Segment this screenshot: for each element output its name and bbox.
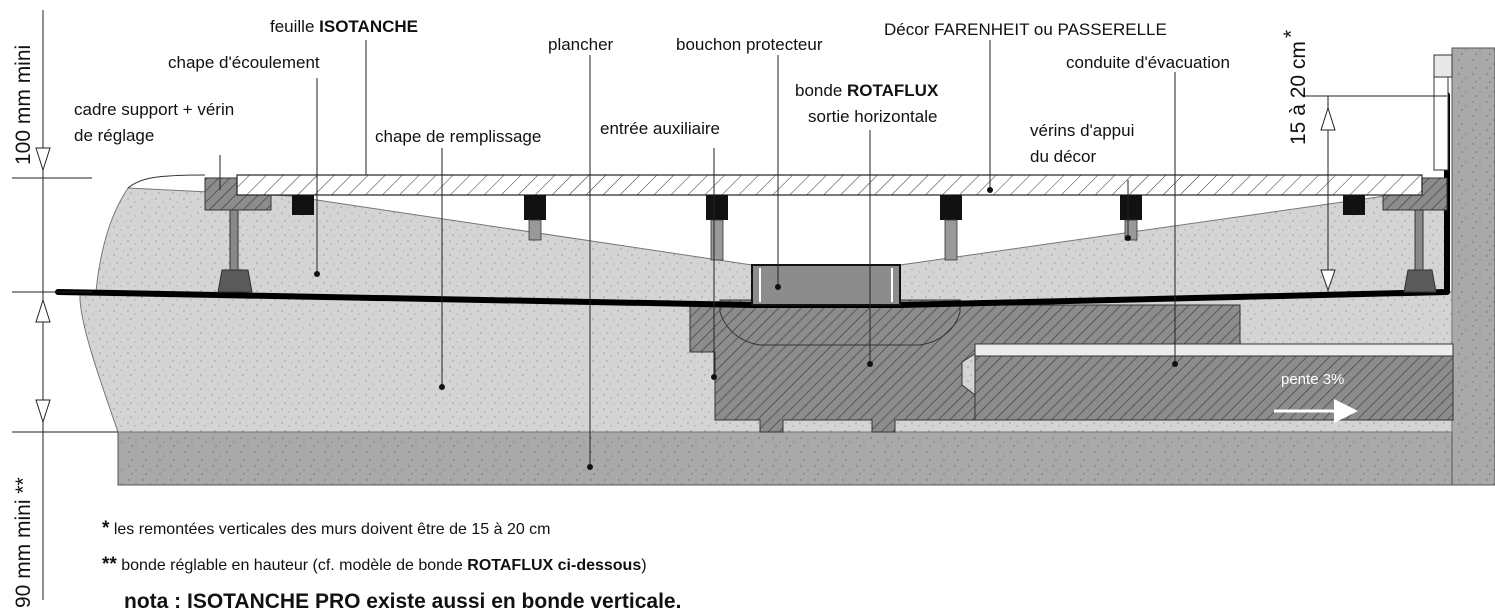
label-chape-remplissage: chape de remplissage — [375, 127, 541, 146]
label-feuille-isotanche: feuille ISOTANCHE — [270, 17, 418, 36]
drain-flange — [719, 299, 961, 346]
dimension-arrow — [1320, 106, 1336, 131]
label-cadre-line2: de réglage — [74, 126, 154, 145]
dimension-label-bg — [2, 8, 32, 168]
floor-slab — [117, 431, 1489, 486]
dimension-right: 15 à 20 cm — [1287, 41, 1310, 145]
label-plancher: plancher — [548, 35, 614, 54]
evacuation-pipe-top — [974, 343, 1454, 357]
dimension-arrow — [1320, 269, 1336, 292]
label-verins-line2: du décor — [1030, 147, 1096, 166]
leader-dots — [314, 187, 1178, 470]
jack-foot-left — [217, 269, 253, 293]
slope-label: pente 3% — [1281, 371, 1344, 388]
dimension-arrow — [35, 147, 51, 172]
dimension-label-bg — [2, 440, 32, 610]
label-bouchon-protecteur: bouchon protecteur — [676, 35, 823, 54]
jack-rod-right — [1414, 209, 1424, 271]
footnote-1: * les remontées verticales des murs doiv… — [102, 518, 551, 539]
dimension-arrow — [35, 298, 51, 323]
label-cadre-line1: cadre support + vérin — [74, 100, 234, 119]
evacuation-pipe — [974, 354, 1454, 421]
jack-rod-left — [229, 209, 239, 271]
leader-lines — [219, 40, 1176, 465]
support-screw — [710, 219, 724, 261]
label-bonde-rotaflux: bonde ROTAFLUX — [795, 81, 939, 100]
support-pad — [1343, 195, 1365, 215]
label-sortie-horizontale: sortie horizontale — [808, 107, 937, 126]
label-entree-auxiliaire: entrée auxiliaire — [600, 119, 720, 138]
label-decor: Décor FARENHEIT ou PASSERELLE — [884, 20, 1167, 39]
label-chape-ecoulement: chape d'écoulement — [168, 53, 320, 72]
jack-foot-right — [1403, 269, 1437, 293]
wall-skirting-cap — [1433, 54, 1453, 78]
support-screw — [944, 219, 958, 261]
footnote-2: ** bonde réglable en hauteur (cf. modèle… — [102, 554, 647, 575]
dimension-arrow — [35, 399, 51, 424]
dimension-bottom-left: 90 mm mini ** — [12, 477, 35, 608]
label-conduite: conduite d'évacuation — [1066, 53, 1230, 72]
decking-plank — [236, 174, 1423, 196]
support-screw — [528, 219, 542, 241]
nota-line: nota : ISOTANCHE PRO existe aussi en bon… — [124, 590, 681, 613]
dimension-right-star: * — [1280, 30, 1303, 38]
dimension-top-left: 100 mm mini — [12, 45, 35, 165]
support-pad — [292, 195, 314, 215]
wall — [1451, 47, 1495, 486]
label-verins-line1: vérins d'appui — [1030, 121, 1134, 140]
support-pad — [524, 195, 546, 220]
screed-top-edge — [127, 174, 206, 189]
support-pad — [706, 195, 728, 220]
support-pad — [1120, 195, 1142, 220]
drain-cap — [751, 264, 901, 306]
support-pad — [940, 195, 962, 220]
